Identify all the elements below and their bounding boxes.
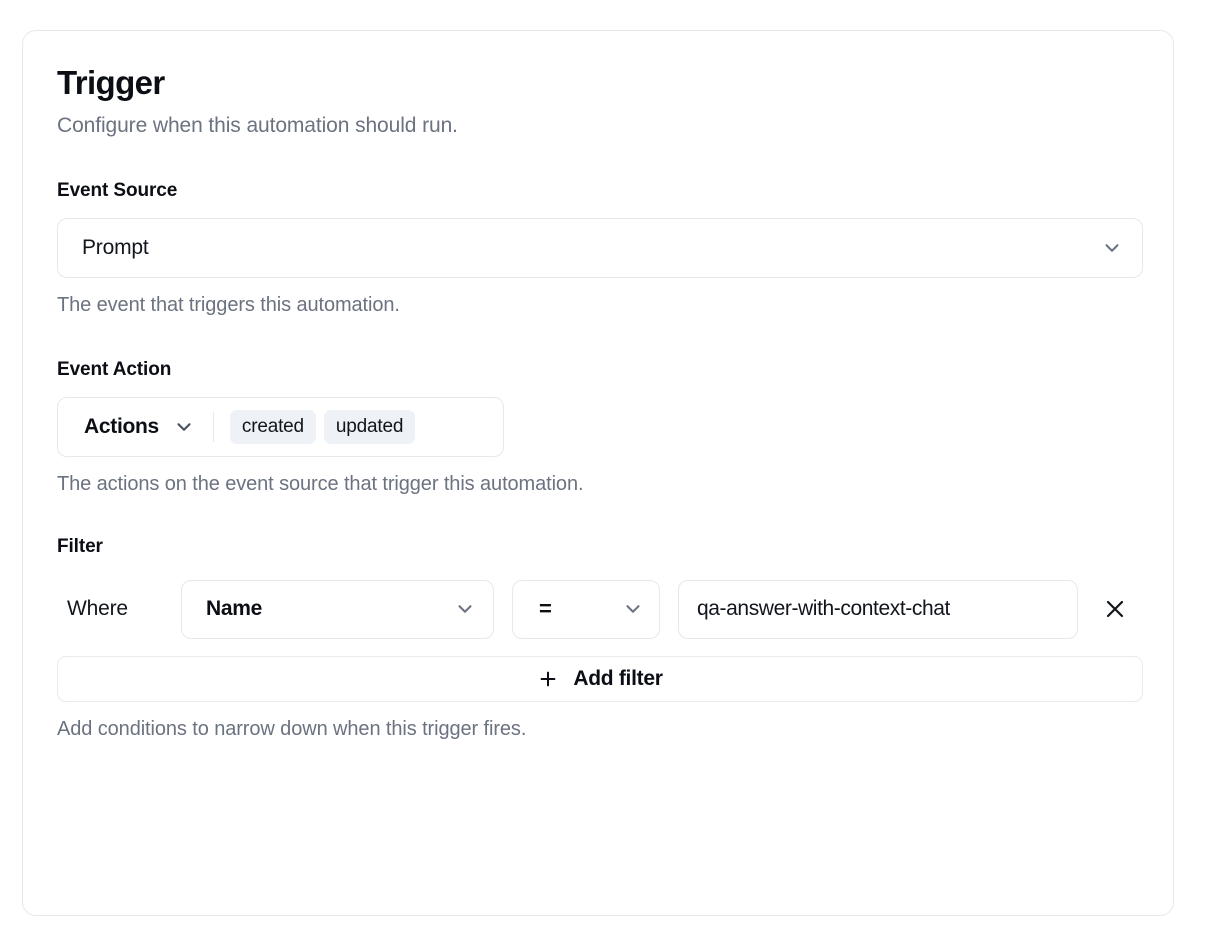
filter-group: Filter Where Name = qa-answer-with-c [57, 535, 1143, 741]
chip-created[interactable]: created [229, 409, 316, 444]
event-action-label: Event Action [57, 358, 172, 380]
event-action-combo: Actions created updated [57, 396, 504, 457]
filter-help: Add conditions to narrow down when this … [57, 717, 527, 740]
chevron-down-icon [173, 416, 195, 438]
chevron-down-icon [622, 598, 644, 620]
close-icon [1103, 597, 1127, 621]
filter-value-input[interactable]: qa-answer-with-context-chat [678, 579, 1078, 639]
trigger-card: Trigger Configure when this automation s… [22, 30, 1174, 916]
event-source-select[interactable]: Prompt [57, 217, 1143, 278]
add-filter-button[interactable]: Add filter [57, 655, 1143, 702]
event-action-group: Event Action Actions created updated The… [57, 359, 1139, 496]
event-source-help: The event that triggers this automation. [57, 293, 400, 316]
event-action-help: The actions on the event source that tri… [57, 472, 584, 495]
divider [212, 411, 214, 442]
event-source-value: Prompt [82, 235, 149, 259]
event-action-dropdown-label: Actions [84, 414, 159, 438]
event-action-dropdown[interactable]: Actions [84, 415, 195, 439]
plus-icon [537, 668, 559, 690]
chevron-down-icon [454, 598, 476, 620]
event-action-chips: created updated [229, 409, 416, 444]
page-title: Trigger [57, 64, 165, 101]
filter-field-value: Name [206, 597, 262, 621]
add-filter-label: Add filter [573, 666, 663, 690]
where-label: Where [67, 597, 128, 621]
filter-label: Filter [57, 535, 103, 557]
filter-value-text: qa-answer-with-context-chat [697, 597, 950, 621]
filter-row: Where Name = qa-answer-with-context-chat [57, 579, 1139, 639]
remove-filter-button[interactable] [1096, 590, 1134, 628]
chip-updated[interactable]: updated [323, 409, 416, 444]
event-source-group: Event Source Prompt The event that trigg… [57, 179, 1143, 317]
chevron-down-icon [1101, 237, 1123, 259]
card-subtitle: Configure when this automation should ru… [57, 113, 458, 137]
event-source-label: Event Source [57, 179, 178, 201]
filter-operator-select[interactable]: = [512, 579, 660, 639]
filter-field-select[interactable]: Name [181, 579, 494, 639]
filter-operator-value: = [539, 596, 552, 622]
